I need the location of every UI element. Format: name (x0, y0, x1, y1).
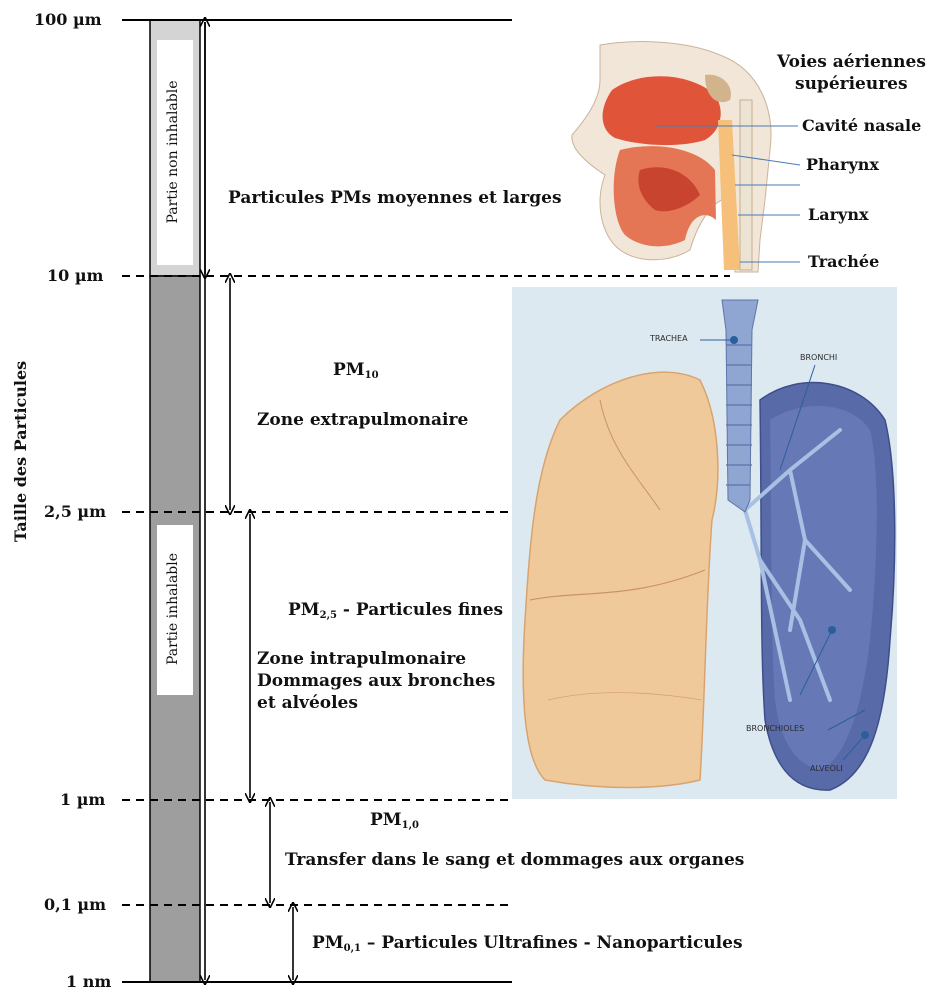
lungs-illustration (512, 287, 897, 799)
upper-airways-title-1: Voies aériennes (777, 52, 926, 72)
pm1-label: PM1,0 (370, 810, 419, 831)
pm01-label: PM0,1 – Particules Ultrafines - Nanopart… (312, 933, 743, 954)
tick-label-10um: 10 µm (47, 266, 103, 285)
label-trachee: Trachée (808, 252, 879, 271)
lung-label-alveoli: ALVEOLI (810, 764, 843, 773)
y-axis-label: Taille des Particules (11, 382, 33, 542)
pm25-text-line3: et alvéoles (257, 693, 358, 713)
bar-label-non-inhalable: Partie non inhalable (165, 62, 185, 242)
pm25-text-line1: Zone intrapulmonaire (257, 649, 466, 669)
label-nasal-cavity: Cavité nasale (802, 116, 921, 135)
tick-label-1nm: 1 nm (66, 972, 111, 991)
upper-airways-title-2: supérieures (795, 74, 908, 94)
lung-label-bronchi: BRONCHI (800, 353, 837, 362)
label-pharynx: Pharynx (806, 155, 879, 174)
label-larynx: Larynx (808, 205, 869, 224)
pm10-zone-text: Zone extrapulmonaire (257, 410, 468, 430)
pm1-zone-text: Transfer dans le sang et dommages aux or… (285, 850, 744, 870)
lung-label-bronchioles: BRONCHIOLES (746, 724, 804, 733)
upper-zone-text: Particules PMs moyennes et larges (228, 188, 562, 208)
pm25-text-line2: Dommages aux bronches (257, 671, 495, 691)
tick-label-2-5um: 2,5 µm (44, 502, 106, 521)
pm10-label: PM10 (333, 360, 379, 381)
pm25-label: PM2,5 - Particules fines (288, 600, 503, 621)
lung-label-trachea: TRACHEA (650, 334, 688, 343)
tick-label-0-1um: 0,1 µm (44, 895, 106, 914)
bar-label-inhalable: Partie inhalable (165, 539, 185, 679)
tick-label-1um: 1 µm (60, 790, 105, 809)
tick-label-100um: 100 µm (34, 10, 102, 29)
